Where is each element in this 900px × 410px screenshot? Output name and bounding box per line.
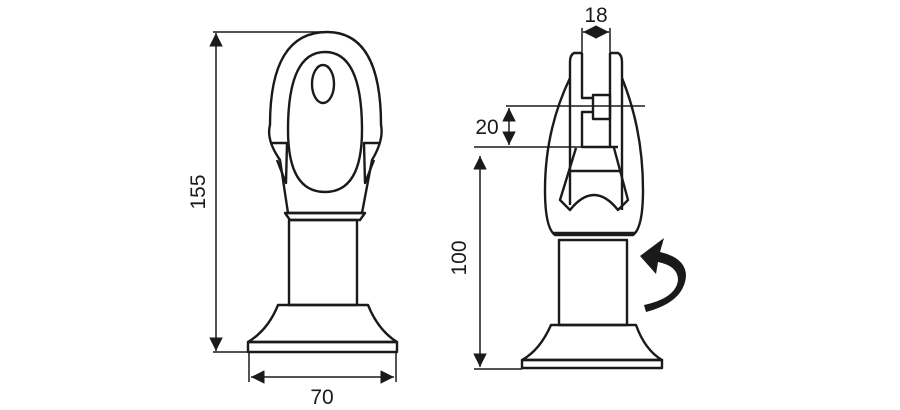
slot-left bbox=[580, 53, 618, 149]
outer-body bbox=[543, 77, 645, 237]
dim-155-label: 155 bbox=[187, 174, 210, 209]
base-flare bbox=[246, 303, 399, 344]
hole bbox=[310, 63, 336, 105]
inner-loop bbox=[286, 50, 364, 194]
front-view: 155 70 bbox=[187, 30, 399, 409]
right-arm bbox=[610, 51, 624, 210]
pin bbox=[591, 93, 612, 121]
dim-18-label: 18 bbox=[584, 4, 607, 27]
side-view: 18 20 100 bbox=[448, 4, 686, 370]
dim-100-label: 100 bbox=[448, 240, 471, 275]
dim-70-label: 70 bbox=[310, 386, 333, 409]
base-flare-side bbox=[520, 323, 664, 362]
left-arm bbox=[568, 51, 582, 205]
rotation-arrow-icon bbox=[640, 238, 686, 312]
base-plate-side bbox=[520, 358, 664, 370]
neck bbox=[558, 147, 630, 212]
dim-20-label: 20 bbox=[475, 116, 498, 139]
base-plate bbox=[246, 340, 399, 354]
stem-side bbox=[557, 238, 629, 327]
right-wing bbox=[362, 141, 380, 185]
outer-eye bbox=[267, 30, 383, 215]
collar bbox=[283, 211, 367, 222]
left-wing bbox=[270, 141, 289, 185]
stem bbox=[287, 218, 359, 307]
